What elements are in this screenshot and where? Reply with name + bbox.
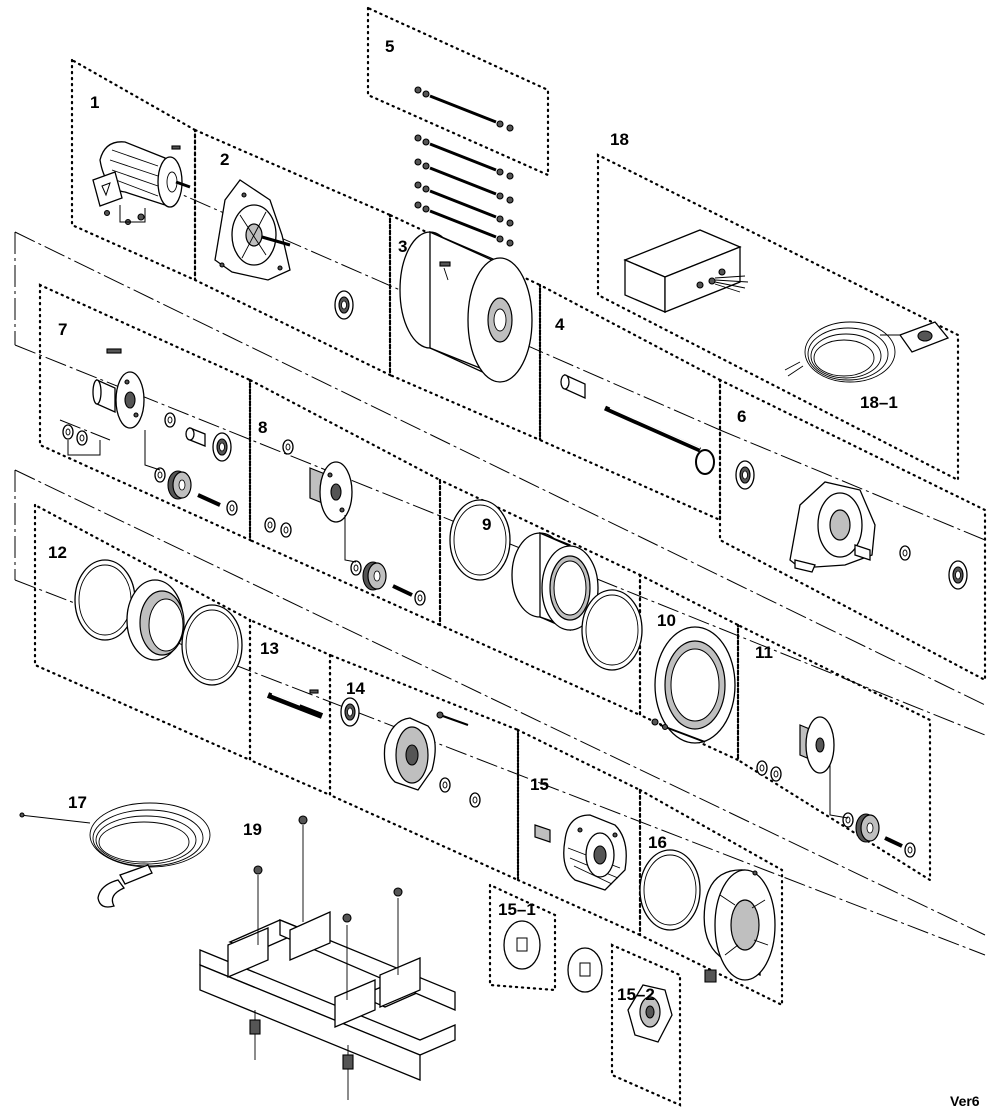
label-part-19: 19 (243, 820, 262, 839)
part-10-flange-ring (651, 626, 736, 744)
label-part-18: 18 (610, 130, 629, 149)
label-part-15-2: 15–2 (617, 985, 655, 1004)
part-8-planet-carrier (309, 461, 353, 523)
part-14-washer (439, 777, 451, 793)
part-labels: 1 2 3 4 5 6 7 8 9 10 11 12 13 14 15 15–1… (48, 37, 980, 1109)
group-7-boundary (38, 283, 252, 542)
label-part-18-1: 18–1 (860, 393, 898, 412)
part-6-side-housing (789, 481, 876, 573)
part-7-planet-washer (154, 467, 166, 483)
part-8-pin (392, 584, 426, 606)
part-2-flange-housing (214, 179, 291, 281)
part-3-drum (399, 231, 533, 383)
group-5-boundary (366, 6, 550, 177)
label-part-15-1: 15–1 (498, 900, 536, 919)
label-part-15: 15 (530, 775, 549, 794)
label-part-3: 3 (398, 237, 407, 256)
label-part-10: 10 (657, 611, 676, 630)
part-8-planet-washer (350, 560, 362, 576)
part-1-motor (92, 141, 191, 226)
part-6-washer (899, 545, 911, 561)
group-10-boundary (638, 573, 740, 762)
part-14-brake-housing (383, 711, 469, 791)
part-19-mounting-frame (199, 815, 456, 1100)
label-part-11: 11 (755, 643, 773, 662)
label-part-13: 13 (260, 639, 279, 658)
group-9-boundary (438, 478, 642, 717)
part-11-planet-washer (842, 812, 854, 828)
part-13-input-shaft (266, 689, 324, 719)
group-11-boundary (736, 623, 932, 882)
part-8-planet-gear (362, 561, 387, 591)
part-15-1-friction-disc (503, 920, 541, 970)
label-part-12: 12 (48, 543, 67, 562)
part-12-gasket-b (181, 604, 243, 686)
version-label: Ver6 (950, 1093, 980, 1109)
label-part-5: 5 (385, 37, 394, 56)
part-7-pin (197, 493, 238, 516)
part-18-1-pendant (784, 321, 950, 383)
label-part-14: 14 (346, 679, 365, 698)
part-15-coupling (534, 824, 551, 843)
group-15-1-boundary (488, 883, 557, 992)
part-14-clip (469, 792, 481, 808)
part-8-nut-b (280, 522, 292, 538)
part-2-bearing (334, 290, 354, 320)
part-5-tie-rods (413, 85, 515, 248)
part-7-bearing (212, 432, 232, 462)
part-15-1-friction-disc-b (567, 947, 603, 993)
part-14-bearing (340, 697, 360, 727)
part-9-gasket-b (581, 589, 643, 671)
part-7-planet-carrier (92, 348, 145, 429)
part-7-bushing (185, 427, 206, 447)
part-15-brake-assembly (563, 814, 627, 891)
part-9-gasket-a (449, 499, 511, 581)
label-part-16: 16 (648, 833, 667, 852)
group-2-boundary (193, 128, 392, 377)
label-part-2: 2 (220, 150, 229, 169)
label-part-8: 8 (258, 418, 267, 437)
part-6-outer-bearing (948, 560, 968, 590)
part-18-control-box (623, 229, 749, 313)
label-part-17: 17 (68, 793, 87, 812)
part-8-nut-a (264, 517, 276, 533)
part-7-nut-a (62, 424, 74, 440)
label-part-4: 4 (555, 315, 565, 334)
part-9-ring-gear (511, 532, 599, 631)
label-part-9: 9 (482, 515, 491, 534)
part-16-gasket (639, 849, 701, 931)
part-11-output-carrier (799, 716, 835, 774)
part-15-2-pressure-plate (627, 984, 673, 1043)
group-4-boundary (538, 283, 722, 522)
part-11-nut-b (770, 766, 782, 782)
part-8-washer (282, 439, 294, 455)
part-7-washer (164, 412, 176, 428)
part-12-ring (126, 579, 185, 661)
group-14-boundary (328, 653, 520, 882)
group-15-2-boundary (610, 943, 682, 1107)
label-part-7: 7 (58, 320, 67, 339)
part-7-nut-b (76, 430, 88, 446)
part-12-gasket-a (74, 559, 136, 641)
part-11-planet-gear (855, 813, 880, 843)
part-11-nut-a (756, 760, 768, 776)
part-16-end-cover (703, 869, 776, 983)
label-part-6: 6 (737, 407, 746, 426)
part-17-wire-rope-hook (19, 802, 211, 908)
part-11-pin (884, 836, 916, 858)
part-7-planet-gear (167, 470, 192, 500)
part-6-bearing (735, 460, 755, 490)
group-6-boundary (718, 378, 987, 682)
group-18-boundary (596, 153, 960, 482)
label-part-1: 1 (90, 93, 99, 112)
part-4-shaft (560, 373, 715, 475)
